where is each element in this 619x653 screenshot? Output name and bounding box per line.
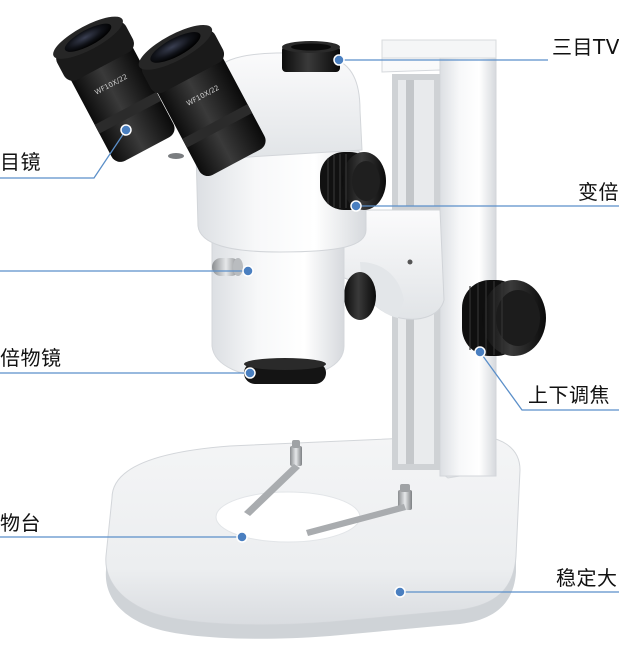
objective-lens-ring[interactable] (244, 358, 326, 384)
leader-lines (0, 59, 619, 593)
eyepiece-left[interactable] (48, 9, 182, 167)
leader-dots (120, 54, 486, 598)
stage-clip-left[interactable] (244, 440, 302, 516)
label-eyepiece: 目镜 (0, 150, 41, 174)
support-column (381, 39, 497, 479)
focus-knob-back[interactable] (344, 272, 376, 320)
leader-focus (479, 351, 619, 411)
eyepiece-right[interactable] (133, 17, 273, 182)
zoom-knob[interactable] (320, 152, 386, 210)
stage-clip-right[interactable] (306, 484, 412, 536)
label-stage: 物台 (0, 511, 41, 535)
lock-screw[interactable] (212, 258, 243, 276)
label-focus: 上下调焦 (528, 383, 610, 407)
label-zoom: 变倍 (578, 180, 619, 204)
trinocular-port[interactable] (282, 41, 340, 72)
leader-eyepiece (0, 129, 127, 179)
label-trinocular: 三目TV (552, 35, 619, 59)
focus-knob[interactable] (462, 280, 546, 356)
label-base: 稳定大 (556, 566, 618, 590)
label-objective: 倍物镜 (0, 346, 62, 370)
